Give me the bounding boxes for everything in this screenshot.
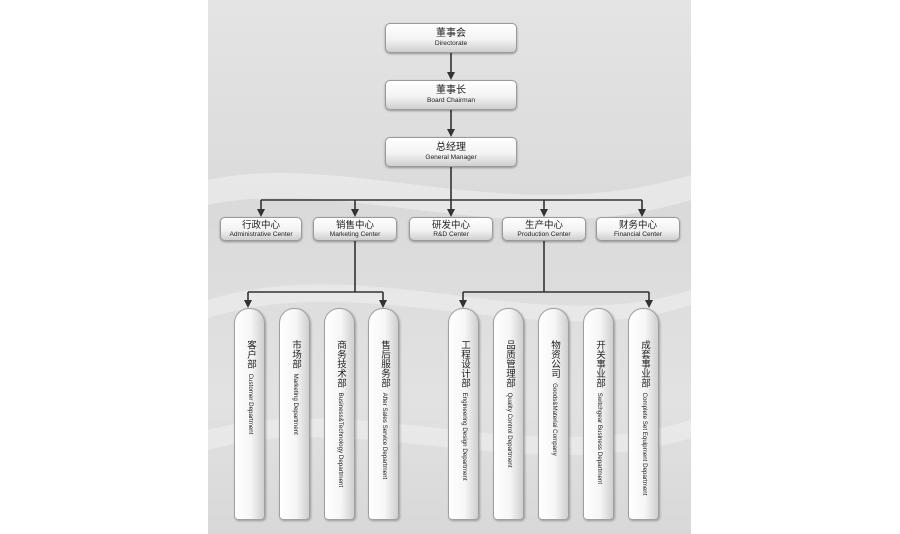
directorate-box: 董事会 Directorate (385, 23, 517, 53)
financial-center-box: 财务中心 Financial Center (596, 217, 680, 241)
engineering-design-department-label: 工程设计部 (459, 340, 470, 388)
marketing-department-label: 市场部 (290, 340, 301, 369)
general-manager-box: 总经理 General Manager (385, 137, 517, 167)
engineering-design-department-label-en: Engineering Design Department (461, 392, 468, 481)
switchgear-business-department-label: 开关事业部 (594, 340, 605, 388)
goods-material-company-label-en: Goods&Material Company (551, 383, 558, 456)
production-center-label: 生产中心 (524, 220, 563, 231)
rnd-center-label: 研发中心 (431, 220, 470, 231)
board-chairman-label: 董事长 (436, 85, 466, 96)
switchgear-business-department-label-en: Switchgear Business Department (596, 392, 603, 485)
marketing-center-label: 销售中心 (335, 220, 374, 231)
goods-material-company-box: 物资公司 Goods&Material Company (538, 308, 569, 520)
administrative-center-label-en: Administrative Center (229, 231, 293, 238)
business-technology-department-label: 商务技术部 (335, 340, 346, 388)
marketing-center-label-en: Marketing Center (329, 231, 381, 238)
production-center-label-en: Production Center (517, 231, 571, 238)
switchgear-business-department-box: 开关事业部 Switchgear Business Department (583, 308, 614, 520)
complete-set-equipment-department-label: 成套事业部 (639, 340, 650, 388)
after-sales-service-department-label-en: After Sales Service Department (381, 392, 388, 480)
marketing-department-label-en: Marketing Department (292, 373, 299, 435)
after-sales-service-department-label: 售后服务部 (379, 340, 390, 388)
production-center-box: 生产中心 Production Center (502, 217, 586, 241)
marketing-center-box: 销售中心 Marketing Center (313, 217, 397, 241)
connector-lines (244, 53, 653, 308)
customer-department-box: 客户部 Customer Department (234, 308, 265, 520)
customer-department-label-en: Customer Department (247, 373, 254, 435)
quality-control-department-box: 品质管理部 Quality Control Department (493, 308, 524, 520)
general-manager-label: 总经理 (436, 142, 466, 153)
rnd-center-box: 研发中心 R&D Center (409, 217, 493, 241)
board-chairman-label-en: Board Chairman (426, 97, 475, 104)
quality-control-department-label-en: Quality Control Department (506, 392, 513, 468)
customer-department-label: 客户部 (245, 340, 256, 369)
org-chart: 董事会 Directorate 董事长 Board Chairman 总经理 G… (208, 0, 691, 534)
complete-set-equipment-department-label-en: Complete Set Equipment Department (641, 392, 648, 496)
administrative-center-label: 行政中心 (241, 220, 280, 231)
business-technology-department-label-en: Business&Technology Department (337, 392, 344, 488)
goods-material-company-label: 物资公司 (549, 340, 560, 378)
board-chairman-box: 董事长 Board Chairman (385, 80, 517, 110)
engineering-design-department-box: 工程设计部 Engineering Design Department (448, 308, 479, 520)
financial-center-label: 财务中心 (618, 220, 657, 231)
directorate-label: 董事会 (436, 28, 466, 39)
quality-control-department-label: 品质管理部 (504, 340, 515, 388)
administrative-center-box: 行政中心 Administrative Center (220, 217, 302, 241)
rnd-center-label-en: R&D Center (433, 231, 469, 238)
complete-set-equipment-department-box: 成套事业部 Complete Set Equipment Department (628, 308, 659, 520)
general-manager-label-en: General Manager (425, 154, 477, 161)
marketing-department-box: 市场部 Marketing Department (279, 308, 310, 520)
financial-center-label-en: Financial Center (613, 231, 662, 238)
business-technology-department-box: 商务技术部 Business&Technology Department (324, 308, 355, 520)
after-sales-service-department-box: 售后服务部 After Sales Service Department (368, 308, 399, 520)
directorate-label-en: Directorate (434, 40, 468, 47)
